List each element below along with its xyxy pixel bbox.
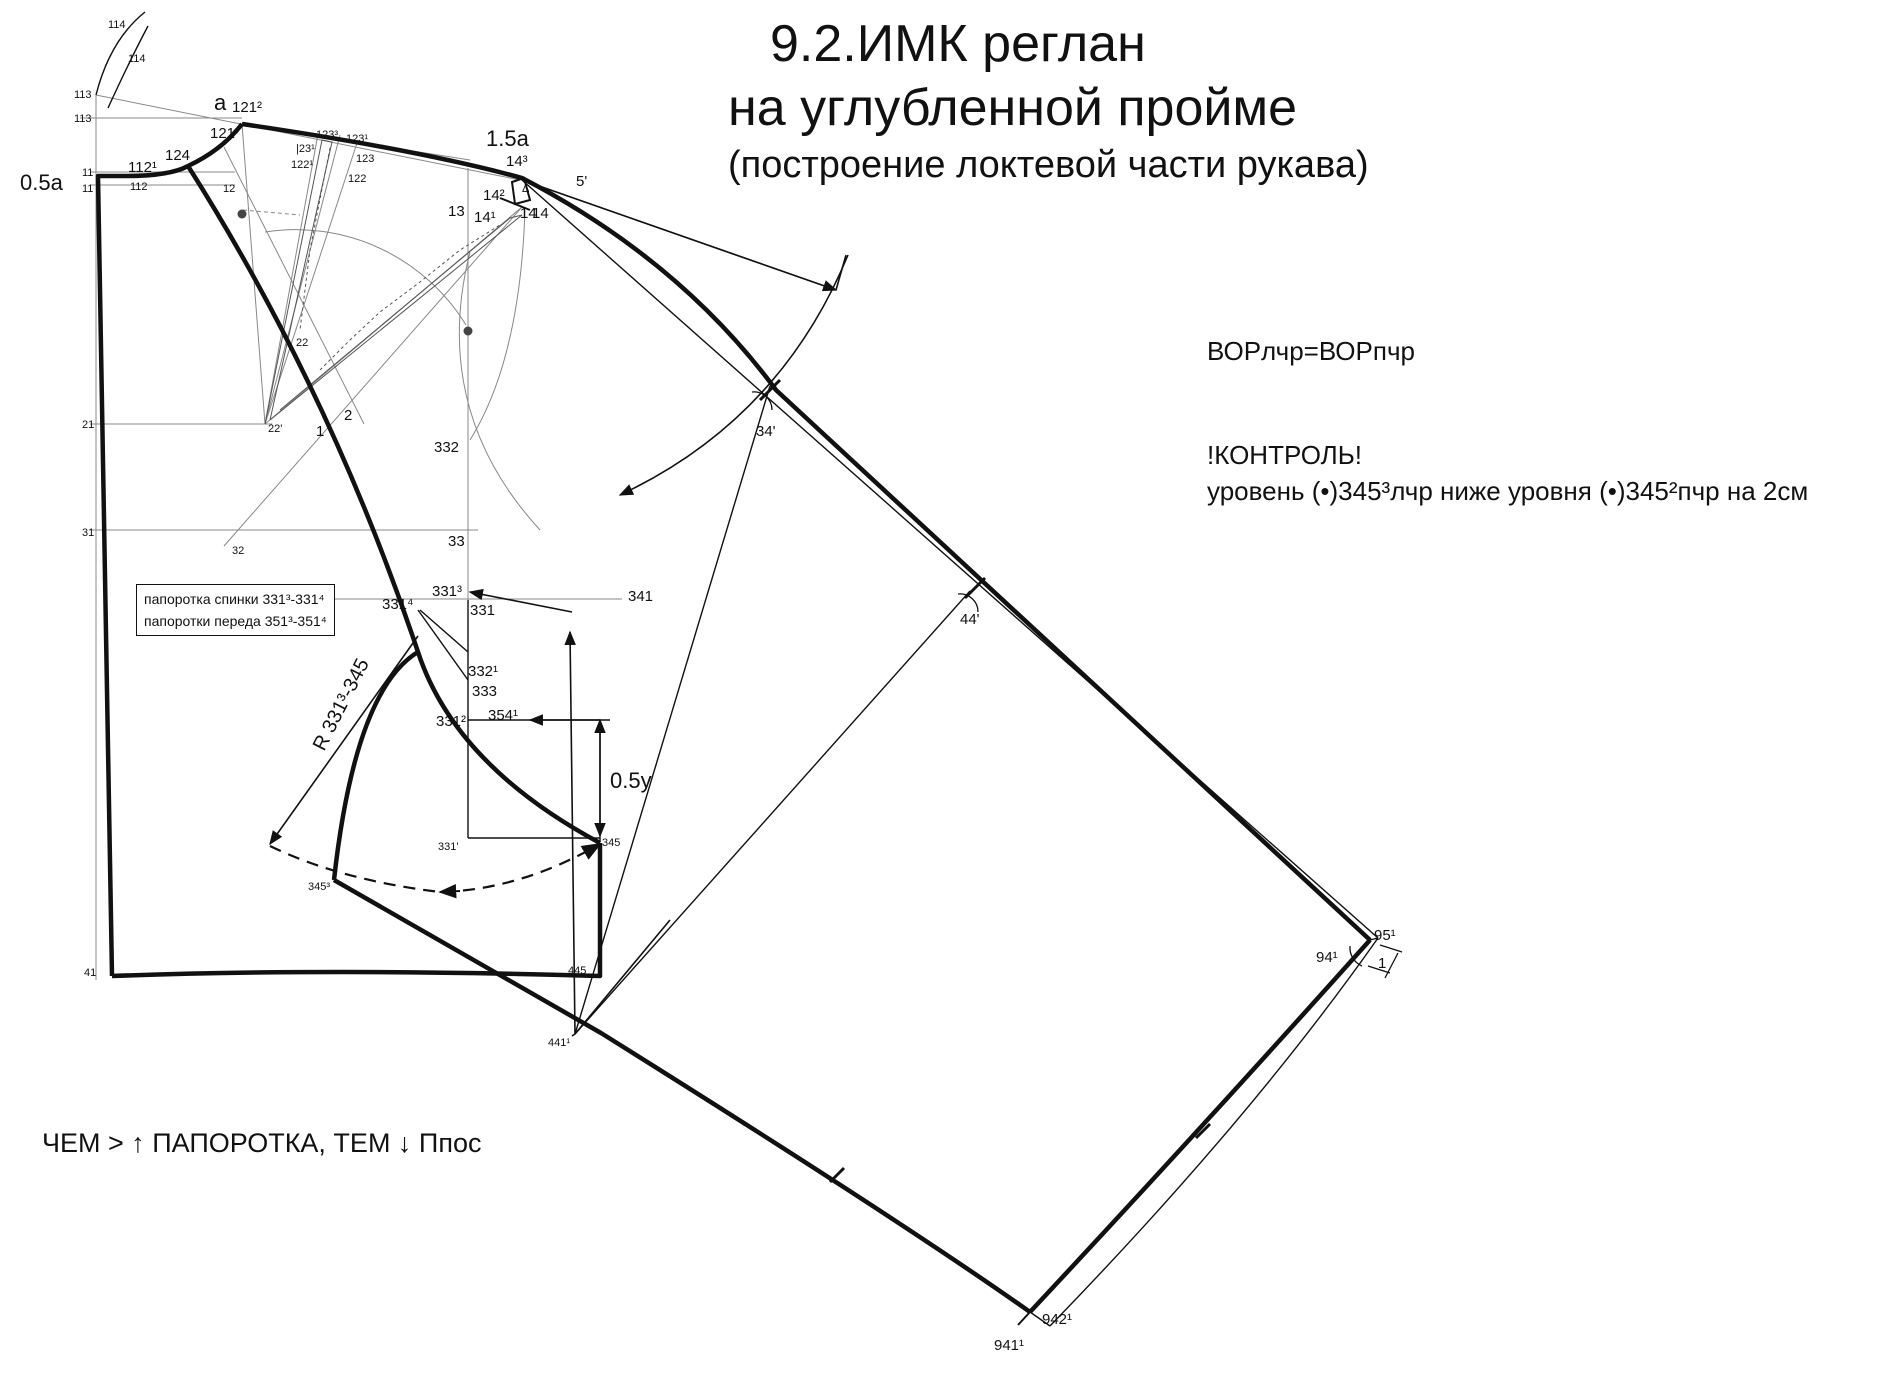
dart-outline — [264, 139, 523, 425]
construction-point — [237, 209, 247, 219]
label-445: 445 — [568, 965, 586, 977]
bottom-note: ЧЕМ > ↑ ПАПОРОТКА, ТЕМ ↓ Ппос — [42, 1128, 482, 1158]
radius-arc-dashed — [269, 843, 602, 894]
label-11: 11 — [82, 183, 93, 195]
control-title: !КОНТРОЛЬ! — [1207, 440, 1363, 470]
label-32: 32 — [232, 545, 244, 557]
outline-double-edge — [1017, 1311, 1031, 1326]
point-14-marks — [499, 176, 532, 211]
label-1: 1 — [316, 423, 324, 440]
label-331-1: 331' — [438, 841, 458, 853]
label-121-2: 121² — [232, 99, 262, 116]
construction-lines — [80, 94, 622, 980]
label-112: 112 — [130, 181, 148, 193]
label-22: 22 — [296, 337, 308, 349]
label-121-3: 121 — [210, 125, 235, 142]
label-114-top: 114 — [108, 19, 126, 31]
label-112-1: 112¹ — [128, 159, 157, 176]
label-113: 113 — [74, 113, 92, 125]
label-345: 345 — [602, 837, 620, 849]
radius-arc-arrow — [438, 883, 461, 899]
label-354-1: 354¹ — [488, 707, 518, 724]
title-line-2: на углубленной пройме — [728, 79, 1298, 137]
arrows — [269, 179, 849, 1037]
label-14-3: 14³ — [506, 153, 528, 170]
label-124: 124 — [165, 147, 190, 164]
label-123: 123 — [356, 153, 374, 165]
label-331-3: 331³ — [432, 583, 462, 600]
control-text: уровень (•)345³лчр ниже уровня (•)345²пч… — [1207, 476, 1809, 506]
construction-point — [463, 326, 473, 336]
label-94-1: 94¹ — [1316, 949, 1338, 966]
label-0-5y: 0.5y — [610, 768, 652, 793]
label-12: 12 — [223, 183, 235, 195]
label-333: 333 — [472, 683, 497, 700]
label-2: 2 — [344, 407, 352, 424]
label-34-1: 34' — [756, 423, 776, 440]
label-14-4: 14 — [532, 205, 549, 222]
neck-curves — [95, 11, 149, 109]
label-21: 21 — [82, 419, 94, 431]
label-942-1: 942¹ — [1042, 1311, 1072, 1328]
label-332: 332 — [434, 439, 459, 456]
label-441-1: 441¹ — [548, 1037, 570, 1049]
label-113-1: 113 — [74, 89, 92, 101]
legend-line-2: папоротки переда 351³-351⁴ — [144, 613, 327, 629]
label-331: 331 — [470, 602, 495, 619]
label-122-1: 122¹ — [291, 159, 313, 171]
point-labels: 114 114 113 113 11 11 112 12 122¹ 122 12… — [74, 19, 620, 1049]
label-1-right: 1 — [1378, 955, 1386, 972]
label-123-2: |23¹ — [296, 143, 315, 155]
title-line-1: 9.2.ИМК реглан — [770, 15, 1146, 73]
label-33: 33 — [448, 533, 465, 550]
angle-marks — [751, 391, 1403, 979]
label-13: 13 — [448, 203, 465, 220]
point-labels-medium: 112¹ 124 121² 121 14³ 5' 14² 13 14¹ 14 1… — [128, 99, 1396, 1354]
legend-line-1: папоротка спинки 331³-331⁴ — [144, 591, 325, 607]
label-95-1: 95¹ — [1374, 927, 1396, 944]
label-a: a — [214, 90, 227, 115]
title-line-3: (построение локтевой части рукава) — [728, 144, 1369, 186]
label-44-1: 44' — [960, 611, 980, 628]
equation-note: ВОРлчр=ВОРпчр — [1207, 336, 1415, 366]
label-14-1: 14¹ — [474, 209, 496, 226]
label-41: 41 — [84, 967, 96, 979]
label-delta: Δ — [522, 183, 530, 195]
label-331-4: 331⁴ — [382, 596, 413, 613]
label-123-1: 123¹ — [346, 133, 368, 145]
label-22-1: 22' — [268, 423, 282, 435]
label-0-5a: 0.5a — [20, 170, 64, 195]
label-332-1: 332¹ — [468, 663, 498, 680]
label-31: 31 — [82, 527, 94, 539]
label-941-1: 941¹ — [994, 1337, 1024, 1354]
legend-box: папоротка спинки 331³-331⁴ папоротки пер… — [136, 584, 335, 636]
label-14-2: 14² — [483, 187, 505, 204]
label-radius: R 331³-345 — [309, 655, 374, 754]
edge-ticks — [758, 378, 1212, 1184]
label-114: 114 — [128, 53, 146, 65]
label-11-1: 11 — [82, 167, 93, 179]
label-331-2: 331² — [436, 713, 466, 730]
label-123-3: 123³ — [316, 129, 338, 141]
label-5-1: 5' — [576, 173, 587, 190]
label-122: 122 — [348, 173, 366, 185]
label-345-3: 345³ — [308, 881, 330, 893]
label-341: 341 — [628, 588, 653, 605]
label-1-5a: 1.5a — [486, 126, 530, 151]
label-14: 14 — [520, 205, 537, 222]
